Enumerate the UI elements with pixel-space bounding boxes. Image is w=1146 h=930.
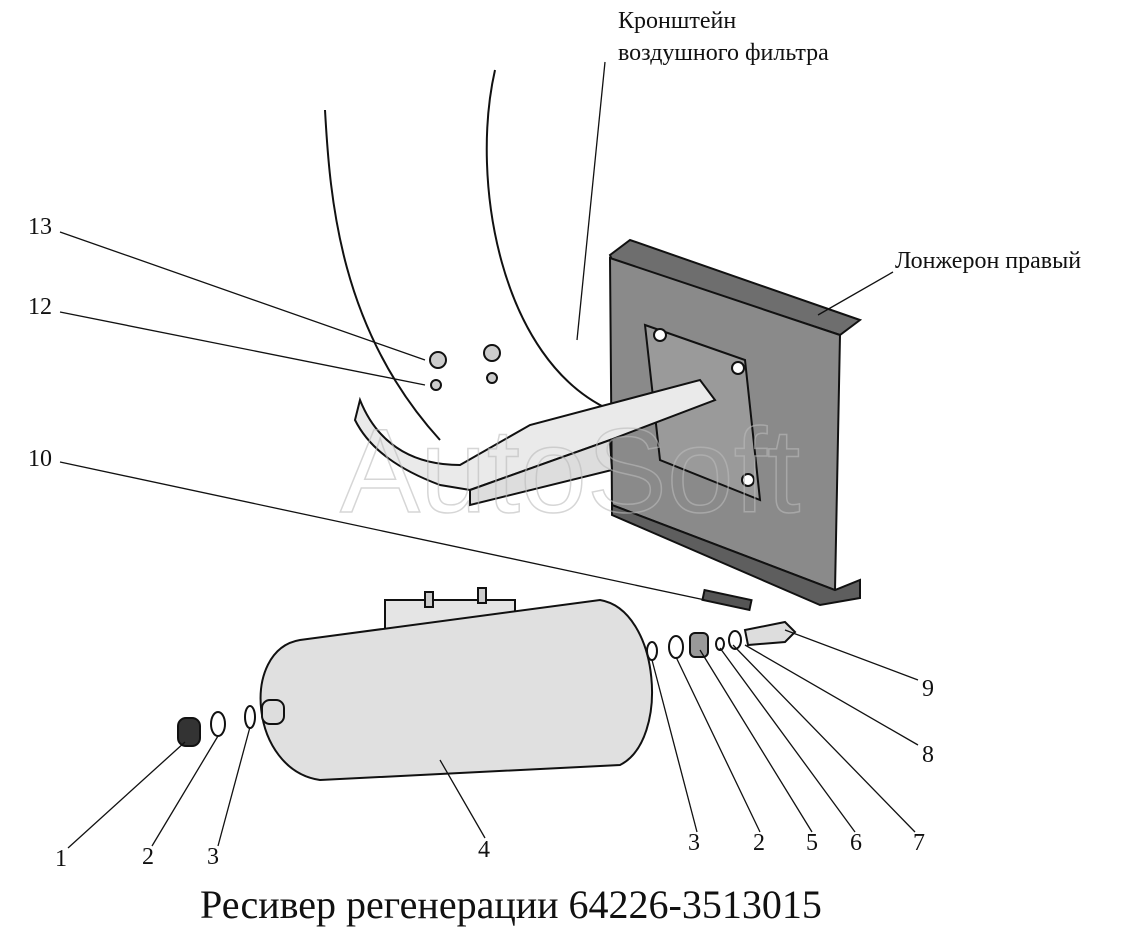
label-bracket-2: воздушного фильтра: [618, 40, 829, 66]
callout-4: 4: [478, 837, 490, 863]
callout-10: 10: [28, 446, 52, 472]
air-filter-bracket: [324, 69, 717, 507]
callout-6: 6: [850, 830, 862, 856]
fittings: [177, 588, 797, 747]
callout-3-right: 3: [688, 830, 700, 856]
callout-12: 12: [28, 294, 52, 320]
callout-8: 8: [922, 742, 934, 768]
label-spar: Лонжерон правый: [895, 248, 1081, 274]
plug-1: [177, 717, 201, 747]
right-spar: [608, 238, 863, 607]
callout-7: 7: [913, 830, 925, 856]
receiver-tank: [259, 587, 654, 782]
watermark: AutoSoft: [340, 404, 800, 538]
callout-5: 5: [806, 830, 818, 856]
callout-3-left: 3: [207, 844, 219, 870]
label-bracket: Кронштейн: [618, 8, 736, 34]
diagram-title: Ресивер регенерации 64226-3513015: [200, 882, 822, 927]
leader-lines: [59, 61, 919, 849]
callout-2-right: 2: [753, 830, 765, 856]
callout-2-left: 2: [142, 844, 154, 870]
callout-9: 9: [922, 676, 934, 702]
callout-13: 13: [28, 214, 52, 240]
callout-1: 1: [55, 846, 67, 872]
